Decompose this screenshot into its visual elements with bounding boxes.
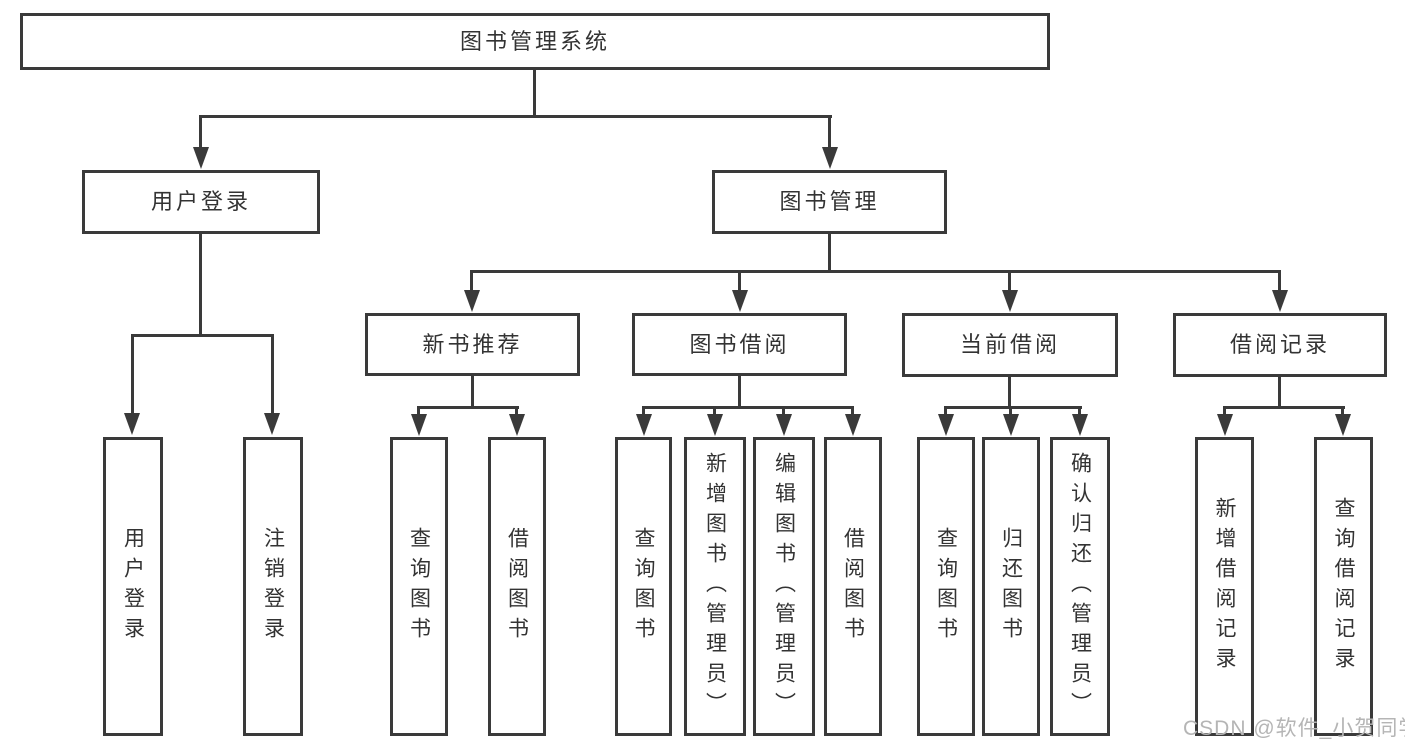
connector-drop-book-borrow	[738, 270, 741, 292]
connector-drop-return-book	[1009, 406, 1012, 416]
arrowhead-leaf-logout	[264, 413, 280, 435]
leaf-borrow-book-2: 借阅图书	[824, 437, 882, 736]
leaf-query-book-3-label: 查询图书	[934, 526, 958, 647]
leaf-query-record-label: 查询借阅记录	[1332, 496, 1355, 677]
connector-level3-rail	[470, 270, 1281, 273]
leaf-user-login: 用户登录	[103, 437, 163, 736]
leaf-borrow-book-1: 借阅图书	[488, 437, 546, 736]
connector-user-login-rail	[131, 334, 274, 337]
node-user-login-label: 用户登录	[150, 189, 251, 214]
leaf-query-book-1: 查询图书	[390, 437, 448, 736]
connector-drop-borrow-records	[1278, 270, 1281, 292]
connector-new-book-rec-rail	[417, 406, 519, 409]
arrowhead-edit-book	[776, 414, 792, 436]
leaf-user-login-label: 用户登录	[121, 526, 145, 647]
connector-drop-query-book-1	[417, 406, 420, 416]
arrowhead-query-book-3	[938, 414, 954, 436]
connector-drop-add-record	[1223, 406, 1226, 416]
node-book-mgmt: 图书管理	[712, 170, 947, 234]
node-borrow-records-label: 借阅记录	[1229, 332, 1330, 357]
connector-drop-borrow-book-2	[851, 406, 854, 416]
arrowhead-return-book	[1003, 414, 1019, 436]
leaf-query-book-2-label: 查询图书	[632, 526, 655, 647]
arrowhead-new-book-rec	[464, 290, 480, 312]
node-book-mgmt-label: 图书管理	[779, 189, 880, 214]
connector-drop-current-borrow	[1008, 270, 1011, 292]
arrowhead-add-book	[707, 414, 723, 436]
leaf-confirm-return: 确认归还（管理员）	[1050, 437, 1110, 736]
node-user-login: 用户登录	[82, 170, 320, 234]
arrowhead-query-record	[1335, 414, 1351, 436]
arrowhead-query-book-2	[636, 414, 652, 436]
connector-book-borrow-stem	[738, 375, 741, 408]
arrowhead-book-borrow	[732, 290, 748, 312]
arrowhead-user-login	[193, 147, 209, 169]
connector-current-borrow-rail	[944, 406, 1082, 409]
connector-borrow-records-stem	[1278, 377, 1281, 408]
arrowhead-book-mgmt	[822, 147, 838, 169]
arrowhead-borrow-records	[1272, 290, 1288, 312]
connector-drop-edit-book	[782, 406, 785, 416]
arrowhead-query-book-1	[411, 414, 427, 436]
node-borrow-records: 借阅记录	[1173, 313, 1387, 377]
connector-book-borrow-rail	[642, 406, 854, 409]
arrowhead-confirm-return	[1072, 414, 1088, 436]
arrowhead-borrow-book-1	[509, 414, 525, 436]
node-new-book-rec: 新书推荐	[365, 313, 580, 376]
leaf-logout: 注销登录	[243, 437, 303, 736]
leaf-edit-book: 编辑图书（管理员）	[753, 437, 815, 736]
connector-drop-query-book-3	[944, 406, 947, 416]
node-root: 图书管理系统	[20, 13, 1050, 70]
leaf-return-book: 归还图书	[982, 437, 1040, 736]
leaf-borrow-book-1-label: 借阅图书	[505, 526, 529, 647]
csdn-watermark: CSDN @软件_小贺同学	[1183, 717, 1405, 740]
node-current-borrow: 当前借阅	[902, 313, 1118, 377]
connector-drop-new-book-rec	[470, 270, 473, 292]
leaf-return-book-label: 归还图书	[999, 526, 1023, 647]
leaf-add-record-label: 新增借阅记录	[1213, 496, 1236, 677]
connector-drop-add-book	[713, 406, 716, 416]
node-book-borrow-label: 图书借阅	[689, 331, 790, 357]
node-new-book-rec-label: 新书推荐	[422, 331, 523, 357]
node-root-label: 图书管理系统	[459, 28, 610, 54]
connector-drop-book-mgmt	[828, 115, 831, 149]
leaf-add-record: 新增借阅记录	[1195, 437, 1254, 736]
node-current-borrow-label: 当前借阅	[959, 332, 1060, 357]
connector-root-stem	[533, 70, 536, 118]
connector-drop-confirm-return	[1078, 406, 1081, 416]
connector-drop-leaf-logout	[271, 334, 274, 414]
connector-new-book-rec-stem	[471, 375, 474, 408]
leaf-add-book-label: 新增图书（管理员）	[703, 451, 727, 722]
leaf-query-book-3: 查询图书	[917, 437, 975, 736]
arrowhead-leaf-user-login	[124, 413, 140, 435]
arrowhead-add-record	[1217, 414, 1233, 436]
leaf-add-book: 新增图书（管理员）	[684, 437, 746, 736]
connector-current-borrow-stem	[1008, 376, 1011, 408]
connector-level2-rail	[199, 115, 832, 118]
leaf-edit-book-label: 编辑图书（管理员）	[772, 451, 796, 722]
connector-drop-query-record	[1341, 406, 1344, 416]
arrowhead-current-borrow	[1002, 290, 1018, 312]
leaf-logout-label: 注销登录	[261, 526, 285, 647]
leaf-borrow-book-2-label: 借阅图书	[841, 526, 865, 647]
connector-book-mgmt-stem	[828, 233, 831, 272]
leaf-query-book-1-label: 查询图书	[407, 526, 431, 647]
leaf-query-book-2: 查询图书	[615, 437, 672, 736]
arrowhead-borrow-book-2	[845, 414, 861, 436]
connector-drop-query-book-2	[642, 406, 645, 416]
leaf-confirm-return-label: 确认归还（管理员）	[1068, 451, 1092, 722]
connector-drop-user-login	[199, 115, 202, 149]
connector-borrow-records-rail	[1223, 406, 1345, 409]
connector-drop-leaf-user-login	[131, 334, 134, 414]
connector-user-login-stem	[199, 233, 202, 336]
leaf-query-record: 查询借阅记录	[1314, 437, 1373, 736]
node-book-borrow: 图书借阅	[632, 313, 847, 376]
connector-drop-borrow-book-1	[515, 406, 518, 416]
